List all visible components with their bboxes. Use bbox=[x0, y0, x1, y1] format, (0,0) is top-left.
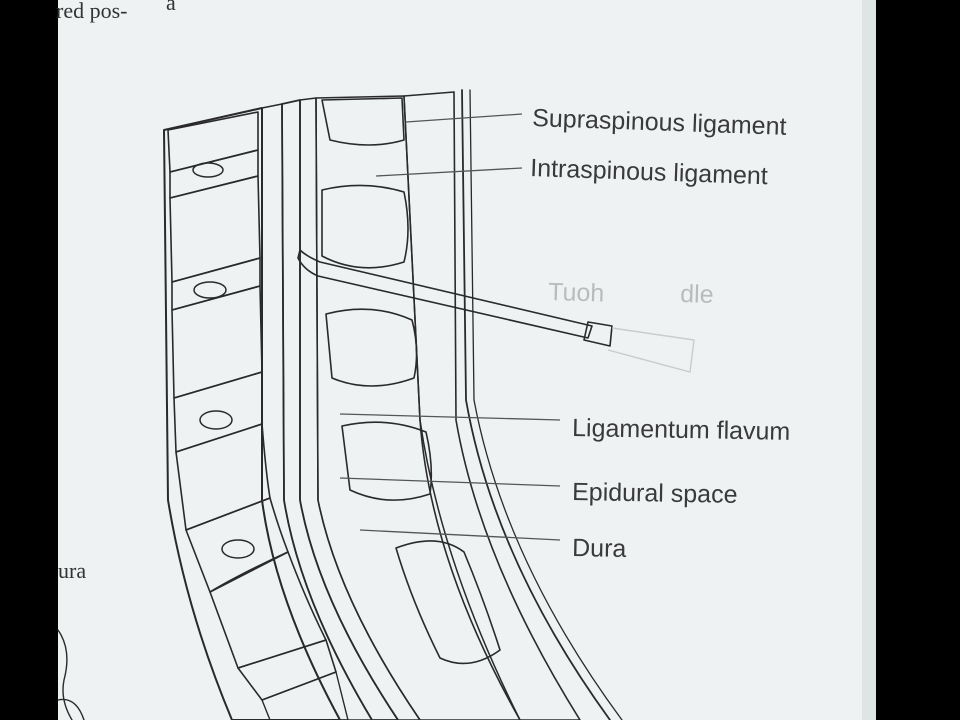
leader-dura bbox=[359, 529, 561, 541]
spinous-process-4 bbox=[341, 421, 433, 501]
spinous-process-2 bbox=[321, 184, 409, 269]
spinous-process-3 bbox=[325, 308, 418, 387]
spinous-process-5 bbox=[395, 540, 501, 665]
label-epidural-space: Epidural space bbox=[572, 478, 738, 509]
needle-syringe-faded bbox=[607, 327, 695, 373]
intervertebral-disc-4 bbox=[185, 497, 289, 593]
fragment-text-side: ura bbox=[58, 558, 86, 583]
paper-shadow-right bbox=[862, 0, 876, 720]
fragment-text-top-2: a bbox=[166, 0, 176, 15]
label-tuohy-needle-right: dle bbox=[680, 280, 714, 309]
needle-shaft bbox=[297, 249, 593, 339]
label-tuohy-needle-left: Tuoh bbox=[548, 278, 605, 307]
fragment-text-top: red pos- bbox=[56, 0, 127, 23]
label-dura: Dura bbox=[572, 534, 627, 563]
margin-sketch-fragment bbox=[57, 629, 85, 720]
tuohy-needle bbox=[297, 249, 695, 373]
leader-epidural bbox=[339, 477, 561, 487]
spinous-process-1 bbox=[321, 97, 405, 146]
intervertebral-disc-2 bbox=[171, 257, 261, 311]
intervertebral-disc-1 bbox=[169, 149, 259, 199]
intervertebral-disc-5 bbox=[237, 639, 337, 701]
leader-supraspinous bbox=[405, 113, 523, 123]
leader-intraspinous bbox=[375, 167, 523, 177]
leader-flavum bbox=[339, 413, 561, 421]
outer-skin-line bbox=[461, 89, 611, 720]
leader-lines bbox=[339, 113, 561, 541]
outer-skin-line-2 bbox=[469, 89, 623, 720]
needle-hub bbox=[583, 321, 613, 347]
label-ligamentum-flavum: Ligamentum flavum bbox=[572, 414, 791, 446]
